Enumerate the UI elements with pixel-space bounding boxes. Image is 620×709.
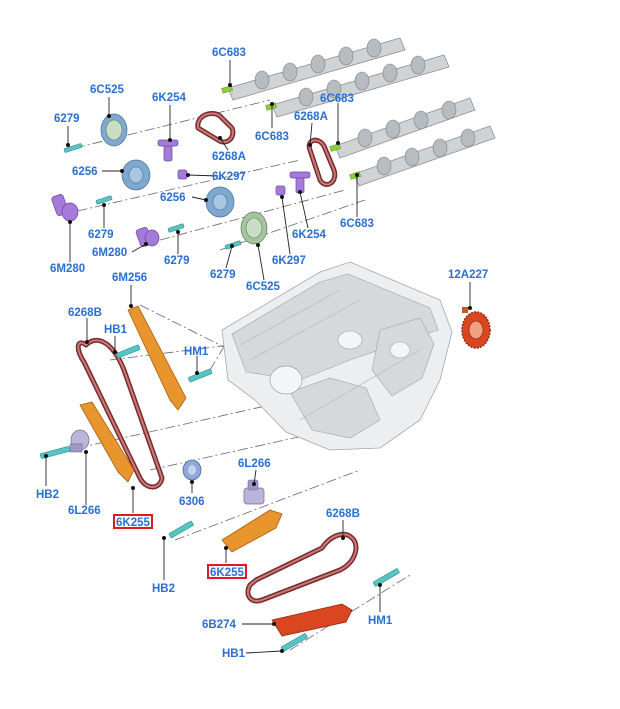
part-labels: 6C683 6C525 6K254 6279 6268A 6C683 6C683… [36, 47, 488, 660]
solenoid-6m280-right [135, 226, 160, 248]
label-hm1-b: HM1 [368, 615, 393, 627]
camshaft-lower-left [329, 97, 476, 159]
label-6c683-c: 6C683 [320, 93, 354, 105]
label-6268b-b: 6268B [326, 508, 360, 520]
label-6c683-b: 6C683 [255, 131, 289, 143]
label-6l266-b: 6L266 [238, 458, 271, 470]
highlight-box-6k255-right [207, 564, 247, 579]
label-6279-d: 6279 [210, 269, 236, 281]
leader-lines [44, 60, 472, 654]
label-6m280-b: 6M280 [92, 247, 127, 259]
label-6279-b: 6279 [88, 229, 114, 241]
label-6279-a: 6279 [54, 113, 80, 125]
tensioner-6l266-right [243, 479, 265, 505]
chain-guide-6m256 [127, 305, 187, 411]
label-6268a-b: 6268A [294, 111, 328, 123]
label-6m280-a: 6M280 [50, 263, 85, 275]
sprocket-6256-lower [205, 186, 235, 218]
label-6c683-a: 6C683 [212, 47, 246, 59]
label-6k255-b: 6K255 [210, 567, 244, 579]
label-6l266-a: 6L266 [68, 505, 101, 517]
label-6m256: 6M256 [112, 272, 147, 284]
engine-block [221, 261, 453, 451]
actuator-6k254-upper [157, 139, 179, 162]
tensioner-arm-6k255-right [221, 509, 283, 553]
camshaft-upper-right [265, 54, 450, 118]
actuator-6k254-lower [289, 171, 311, 194]
chain-guide-6b274 [271, 603, 353, 637]
part-6k297-upper [177, 169, 188, 180]
label-6k297-b: 6K297 [272, 255, 306, 267]
label-6c525-b: 6C525 [246, 281, 280, 293]
label-6b274: 6B274 [202, 619, 236, 631]
label-6268a-a: 6268A [212, 151, 246, 163]
part-6k297-lower [275, 185, 286, 196]
label-hb1-a: HB1 [104, 324, 128, 336]
label-6256-b: 6256 [160, 192, 186, 204]
label-6279-c: 6279 [164, 255, 190, 267]
label-hm1-a: HM1 [184, 346, 209, 358]
label-6k255-a: 6K255 [116, 517, 150, 529]
vct-unit-6c525-lower [240, 211, 268, 245]
label-6256-a: 6256 [72, 166, 98, 178]
label-6306: 6306 [179, 496, 205, 508]
label-6c683-d: 6C683 [340, 218, 374, 230]
label-hb2-a: HB2 [36, 489, 59, 501]
label-6c525-a: 6C525 [90, 84, 124, 96]
timing-chain-6268b-right [245, 531, 359, 604]
tensioner-arm-6k255-left [79, 401, 135, 483]
vct-unit-6c525-upper [100, 113, 128, 147]
solenoid-6m280-left [51, 194, 79, 222]
camshaft-lower-right [349, 125, 496, 187]
label-6k254-b: 6K254 [292, 229, 326, 241]
tensioner-6l266-left [69, 429, 90, 453]
label-6k254-a: 6K254 [152, 92, 186, 104]
sprocket-12a227 [461, 307, 491, 349]
highlight-box-6k255-left [113, 514, 153, 529]
camshaft-upper-left [221, 37, 406, 101]
timing-chain-6268a-upper [195, 111, 236, 145]
label-hb1-b: HB1 [222, 648, 246, 660]
label-12a227: 12A227 [448, 269, 488, 281]
label-6k297-a: 6K297 [212, 171, 246, 183]
label-6268b-a: 6268B [68, 307, 102, 319]
label-hb2-b: HB2 [152, 583, 175, 595]
timing-chain-6268b-left [75, 337, 165, 490]
idler-6306 [182, 459, 202, 481]
sprocket-6256-upper [121, 159, 151, 191]
